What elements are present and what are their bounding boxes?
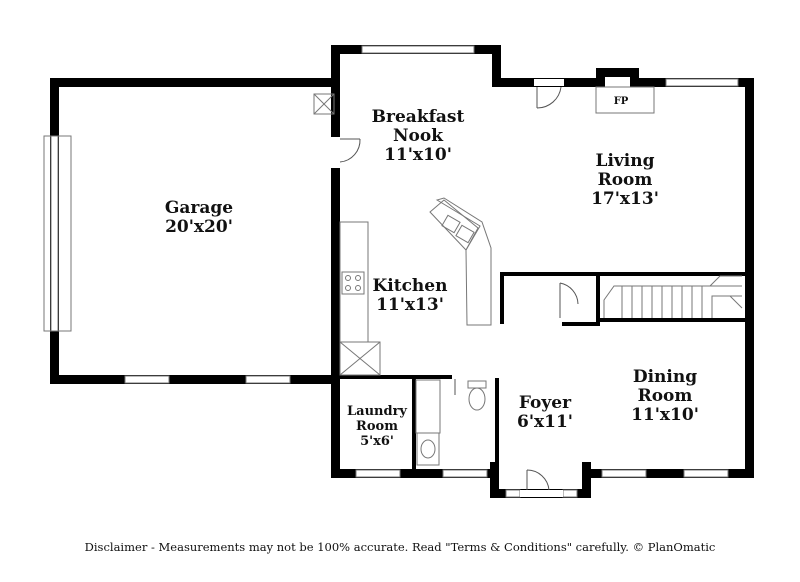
windows [124,45,739,498]
wall-laundry-bath [412,375,416,469]
wall-garage-bottom [50,375,339,384]
wall-fp-right [630,68,639,87]
wall-garage-kitchen [331,87,340,137]
garage-door [43,135,72,332]
foyer-size: 6'x11' [517,412,573,432]
bath-sink-icon [416,432,440,466]
foyer-name: Foyer [519,393,572,413]
window-garage-bottom-a [124,375,170,384]
door-garage-kitchen [332,137,361,168]
bath-fixture-wall [415,379,441,434]
window-foyer-a [505,489,521,498]
window-nook-top [361,45,475,54]
dining-room-size: 11'x10' [631,405,699,425]
wall-dining-bottom [582,469,754,478]
kitchen-island [435,197,492,326]
wall-hall-left [500,272,504,324]
fireplace-hearth [595,86,655,114]
laundry-room-name-2: Room [356,419,398,434]
door-front [520,469,563,497]
dining-room-name-1: Dining [633,367,697,387]
wall-foyer-left [490,462,499,497]
window-garage-bottom-b [245,375,291,384]
wall-foyer-right [582,462,591,497]
wall-laundry-top [340,375,416,379]
wall-closet-bottom [562,322,600,326]
sink-icon [429,199,479,251]
door-bath [452,375,495,395]
garage-name: Garage [165,198,233,218]
laundry-room-size: 5'x6' [360,434,394,449]
doors [332,79,579,497]
wall-right [745,78,754,478]
attic-access-icon [313,93,335,115]
wall-garage-top [50,78,339,87]
window-foyer-b [562,489,578,498]
wall-hall-top [500,272,745,276]
laundry-room-name-1: Laundry [347,404,407,419]
wall-laundry-bottom [331,469,499,478]
window-dining-bottom-a [601,469,647,478]
pantry-icon [339,341,381,376]
dining-room-name-2: Room [638,386,693,406]
door-closet [559,282,579,318]
wall-nook-left [331,45,340,87]
disclaimer-text: Disclaimer - Measurements may not be 100… [84,540,716,554]
wall-stair-bottom [600,318,745,322]
living-room-size: 17'x13' [591,189,659,209]
kitchen-size: 11'x13' [376,295,444,315]
wall-fp-left [596,68,605,87]
window-living-top [665,78,739,87]
window-dining-bottom-b [683,469,729,478]
wall-laundry-left [331,375,340,478]
living-room-name-2: Room [598,170,653,190]
breakfast-nook-size: 11'x10' [384,145,452,165]
interior-walls [331,87,745,469]
wall-bath-top [412,375,452,379]
garage-size: 20'x20' [165,217,233,237]
room-labels: FP Breakfast Nook 11'x10' Living Room 17… [165,96,699,449]
kitchen-name: Kitchen [373,276,448,296]
range-icon [341,271,365,295]
wall-fp-top [596,68,638,77]
breakfast-nook-name-2: Nook [393,126,444,146]
wall-garage-kitchen-lower [331,168,340,375]
window-laundry-bottom [355,469,401,478]
breakfast-nook-name-1: Breakfast [372,107,465,127]
fixtures [313,86,743,466]
window-bath-bottom [442,469,488,478]
door-living-rear [534,79,564,109]
fireplace-label: FP [614,96,629,107]
wall-closet-right [596,276,600,326]
wall-bay-right [492,45,501,87]
living-room-name-1: Living [596,151,655,171]
staircase [603,275,743,318]
toilet-icon [467,380,487,411]
wall-bath-right [495,378,499,469]
